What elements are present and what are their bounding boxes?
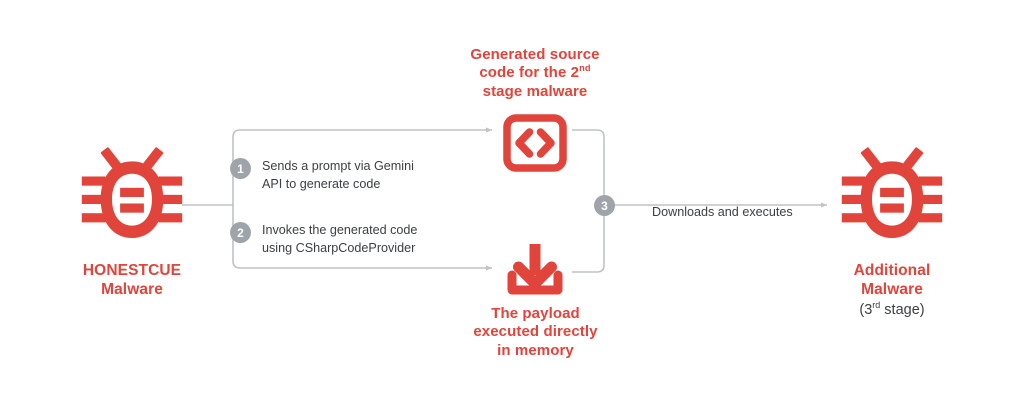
branch-top-caption-line1: Generated source (470, 46, 600, 63)
bug-icon (838, 143, 946, 251)
target-label-line1: Additional (853, 262, 931, 279)
target-label-line2: Malware (861, 280, 923, 298)
target-label-line3: (3rd stage) (838, 299, 946, 320)
step-3-badge: 3 (594, 195, 615, 216)
source-label-line1: HONESTCUE (82, 262, 182, 279)
step-2: 2 Invokes the generated code using CShar… (230, 221, 430, 258)
step-1-text: Sends a prompt via Gemini API to generat… (262, 159, 414, 192)
branch-top-caption: Generated source code for the 2nd stage … (450, 46, 620, 101)
branch-top-caption-line2-sup: nd (579, 63, 591, 74)
branch-top-caption-line2-text: code for the 2 (479, 64, 580, 82)
target-node: Additional Malware (3rd stage) (838, 143, 946, 320)
branch-bottom-caption-line2: executed directly (473, 323, 598, 341)
branch-bottom-caption: The payload executed directly in memory (448, 305, 623, 360)
source-node: HONESTCUE Malware (78, 143, 186, 300)
source-label-line2: Malware (101, 280, 163, 298)
target-label-line3-post: stage) (880, 301, 925, 318)
code-brackets-icon (502, 110, 568, 181)
branch-top-caption-line2: code for the 2nd (450, 64, 620, 82)
branch-bottom-caption-line3: in memory (497, 341, 574, 359)
step-3-text: Downloads and executes (652, 205, 793, 219)
step-2-badge: 2 (230, 222, 251, 243)
download-icon (502, 242, 568, 303)
step-1-badge: 1 (230, 158, 251, 179)
branch-bottom-caption-line1: The payload (491, 305, 580, 322)
step-2-text: Invokes the generated code using CSharpC… (262, 223, 418, 256)
target-label-line3-pre: (3 (859, 301, 873, 318)
step-1: 1 Sends a prompt via Gemini API to gener… (230, 157, 430, 194)
target-label-line3-sup: rd (872, 299, 881, 310)
bug-icon (78, 143, 186, 251)
branch-top-caption-line3: stage malware (482, 82, 588, 100)
